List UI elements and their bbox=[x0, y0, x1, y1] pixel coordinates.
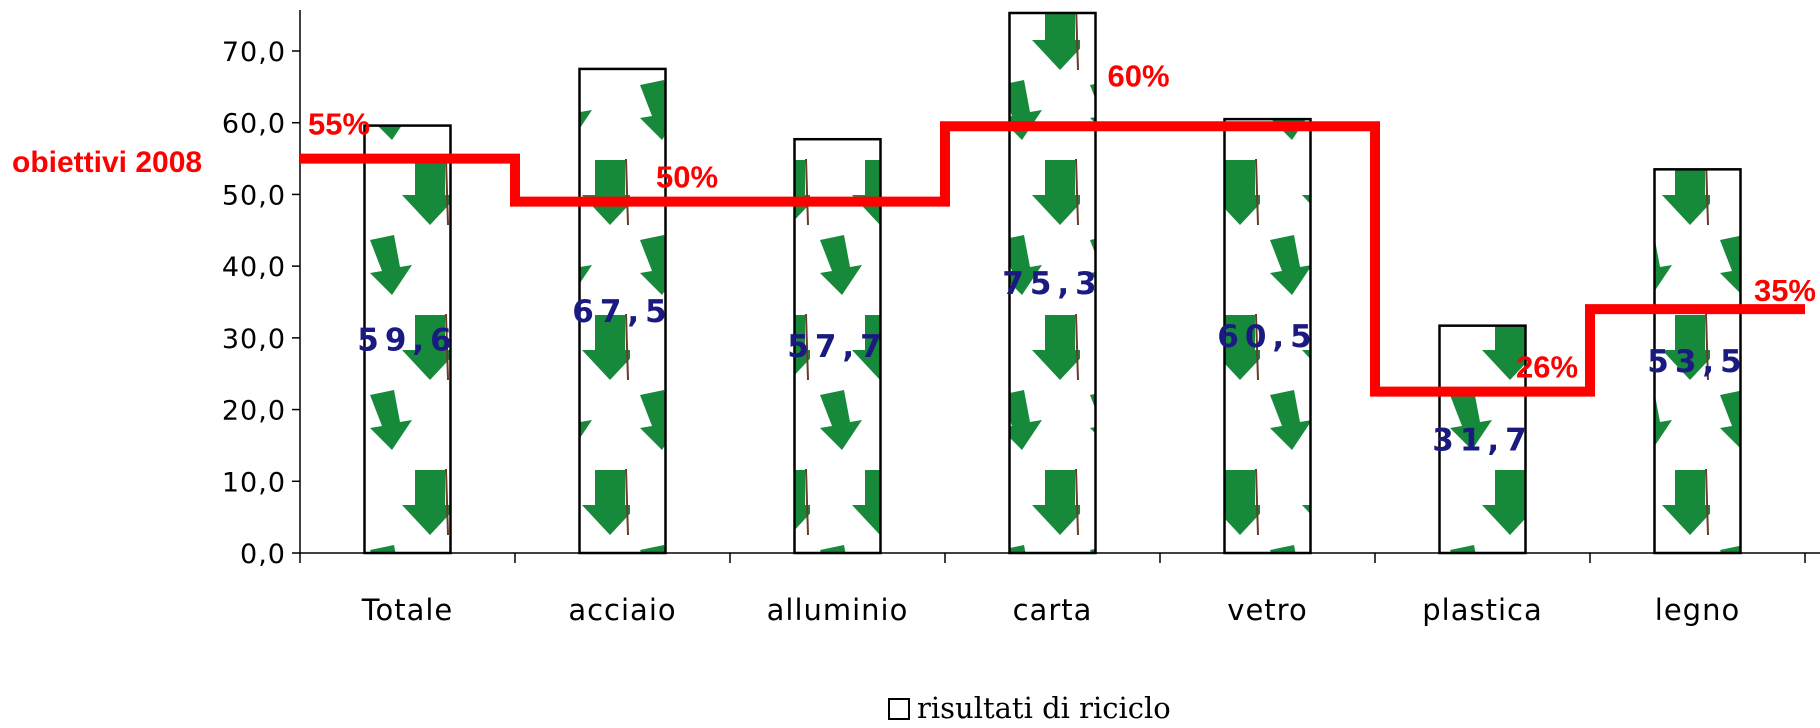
legend-swatch bbox=[888, 698, 910, 720]
bar-acciaio bbox=[578, 67, 667, 555]
target-label-35pct: 35% bbox=[1754, 273, 1816, 308]
target-series-label: obiettivi 2008 bbox=[12, 146, 202, 179]
x-category-label: Totale bbox=[361, 593, 454, 627]
bar-carta bbox=[1008, 11, 1097, 555]
target-label-55pct: 55% bbox=[308, 107, 370, 142]
target-labels: 55% 50% 60% 26% 35% bbox=[308, 58, 1816, 384]
x-category-label: carta bbox=[1013, 593, 1093, 627]
value-label-plastica: 31,7 bbox=[1432, 422, 1533, 458]
value-label-acciaio: 67,5 bbox=[572, 294, 673, 330]
bar-legno bbox=[1653, 168, 1742, 555]
x-category-label: acciaio bbox=[568, 593, 676, 627]
legend: risultati di riciclo bbox=[888, 691, 1171, 725]
bar-series bbox=[363, 11, 1742, 555]
y-tick-label: 20,0 bbox=[222, 396, 286, 427]
y-tick-label: 60,0 bbox=[222, 109, 286, 140]
y-tick-label: 40,0 bbox=[222, 252, 286, 283]
bar-alluminio bbox=[793, 137, 882, 555]
target-label-26pct: 26% bbox=[1516, 350, 1578, 385]
target-step-line bbox=[300, 121, 1805, 397]
y-tick-label: 10,0 bbox=[222, 467, 286, 498]
x-category-label: vetro bbox=[1227, 593, 1307, 627]
target-label-50pct: 50% bbox=[656, 160, 718, 195]
bar-plastica bbox=[1438, 324, 1527, 555]
x-category-label: legno bbox=[1655, 593, 1740, 627]
value-label-totale: 59,6 bbox=[357, 322, 458, 358]
bar-vetro bbox=[1223, 117, 1312, 555]
value-label-alluminio: 57,7 bbox=[787, 329, 888, 365]
target-label-60pct: 60% bbox=[1107, 58, 1169, 93]
value-labels: 59,6 67,5 57,7 75,3 60,5 31,7 53,5 bbox=[357, 266, 1748, 458]
y-tick-label: 50,0 bbox=[222, 180, 286, 211]
target-line-path bbox=[300, 121, 1805, 397]
y-tick-label: 70,0 bbox=[222, 37, 286, 68]
legend-label: risultati di riciclo bbox=[917, 691, 1171, 723]
bar-totale bbox=[363, 124, 452, 555]
y-tick-label: 0,0 bbox=[240, 539, 286, 570]
value-label-legno: 53,5 bbox=[1647, 344, 1748, 380]
x-axis: Totale acciaio alluminio carta vetro plastica… bbox=[299, 552, 1820, 627]
x-category-label: plastica bbox=[1422, 593, 1543, 627]
y-tick-label: 30,0 bbox=[222, 324, 286, 355]
x-category-label: alluminio bbox=[767, 593, 909, 627]
value-label-vetro: 60,5 bbox=[1217, 319, 1318, 355]
value-label-carta: 75,3 bbox=[1002, 266, 1103, 302]
y-axis: 0,0 10,0 20,0 30,0 40,0 50,0 60,0 70,0 bbox=[222, 10, 301, 570]
